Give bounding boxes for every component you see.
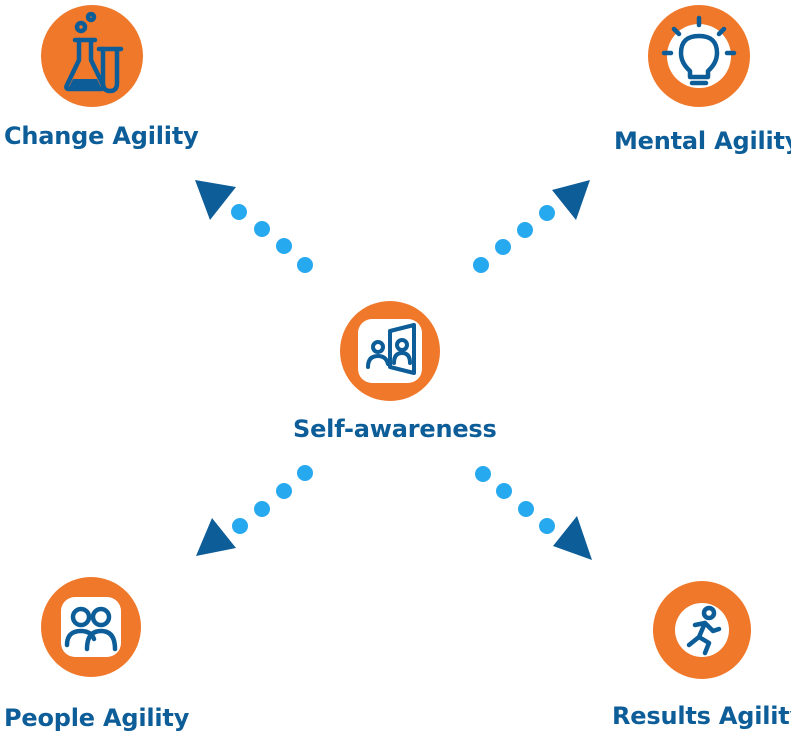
people-icon (61, 597, 121, 657)
results-agility-circle (653, 581, 751, 679)
arrowhead (195, 180, 236, 220)
arrow-dot (254, 221, 270, 237)
arrow-dot (539, 518, 555, 534)
change-agility-label: Change Agility (4, 122, 199, 150)
mirror-reflection-icon (358, 319, 422, 383)
arrow-dot (297, 257, 313, 273)
arrow-dot (496, 483, 512, 499)
arrow-to-mental-agility (473, 180, 590, 273)
arrow-dot (517, 222, 533, 238)
results-agility-label: Results Agility (612, 702, 791, 730)
self-awareness-label: Self-awareness (293, 415, 497, 443)
arrow-dot (254, 501, 270, 517)
mental-agility-label: Mental Agility (614, 127, 791, 155)
arrow-dot (232, 518, 248, 534)
arrow-dot (473, 257, 489, 273)
arrowhead (553, 516, 592, 560)
arrow-dot (539, 205, 555, 221)
self-awareness-circle (340, 301, 440, 401)
arrow-dot (495, 239, 511, 255)
arrow-to-results-agility (475, 466, 592, 560)
lightbulb-icon (661, 15, 737, 88)
arrow-dot (475, 466, 491, 482)
lab-flask-icon (64, 11, 124, 94)
people-agility-label: People Agility (4, 704, 190, 732)
arrowhead (552, 180, 590, 220)
arrow-dot (276, 238, 292, 254)
arrow-dot (276, 483, 292, 499)
arrow-dot (231, 204, 247, 220)
arrow-to-people-agility (196, 465, 313, 556)
arrowhead (196, 518, 236, 556)
arrow-dot (518, 501, 534, 517)
people-agility-circle (41, 577, 141, 677)
arrow-dot (297, 465, 313, 481)
change-agility-circle (41, 5, 143, 107)
mental-agility-circle (648, 5, 750, 107)
running-person-icon (675, 603, 729, 657)
arrow-to-change-agility (195, 180, 313, 273)
